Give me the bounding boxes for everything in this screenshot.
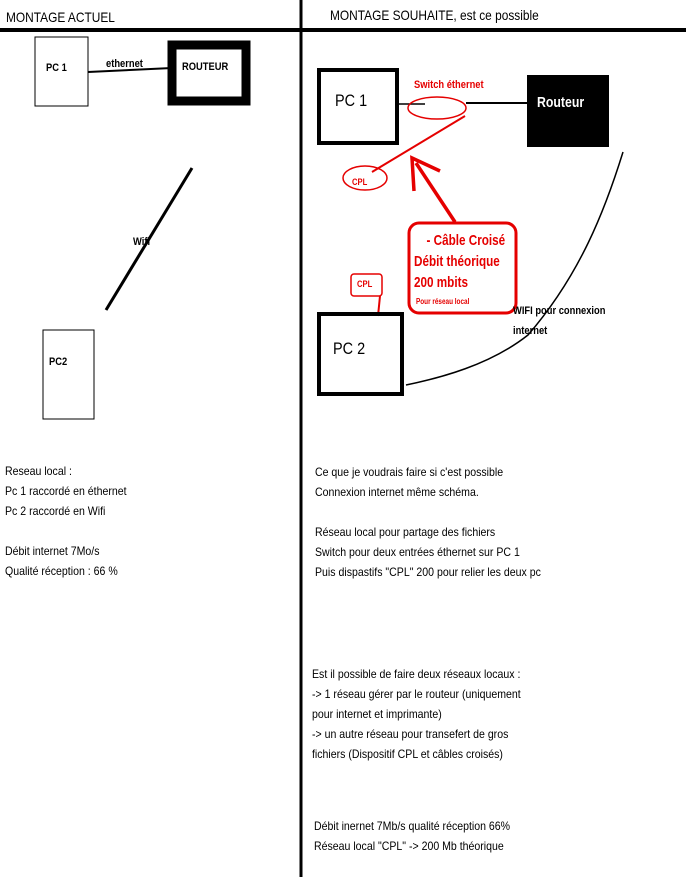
para-line: Est il possible de faire deux réseaux lo… — [312, 667, 521, 681]
left-note-line: Qualité réception : 66 % — [5, 564, 118, 578]
right-router-label: Routeur — [537, 94, 585, 111]
left-pc1-label: PC 1 — [46, 62, 67, 74]
para-line: Connexion internet même schéma. — [315, 485, 479, 499]
para-line: Ce que je voudrais faire si c'est possib… — [315, 465, 504, 479]
right-paragraph-3: Débit inernet 7Mb/s qualité réception 66… — [314, 816, 510, 856]
right-pc1-label: PC 1 — [335, 91, 368, 110]
left-pc2-label: PC2 — [49, 356, 68, 368]
para-line: Puis dispastifs "CPL" 200 pour relier le… — [315, 565, 541, 579]
para-line: Débit inernet 7Mb/s qualité réception 66… — [314, 819, 511, 833]
para-line: -> un autre réseau pour transefert de gr… — [312, 727, 509, 741]
para-line: Réseau local pour partage des fichiers — [315, 525, 496, 539]
wifi-note: WIFI pour connexion internet — [513, 301, 605, 341]
left-ethernet-line — [87, 67, 173, 73]
right-title: MONTAGE SOUHAITE, est ce possible — [330, 7, 539, 23]
right-pc1-box — [317, 68, 399, 145]
cable-box-line1: - Câble Croisé — [426, 232, 506, 249]
switch-label: Switch éthernet — [414, 79, 484, 91]
left-note-line — [5, 521, 127, 541]
right-paragraph-1: Ce que je voudrais faire si c'est possib… — [315, 462, 541, 582]
para-line: Réseau local "CPL" -> 200 Mb théorique — [314, 839, 504, 853]
right-pc2-label: PC 2 — [333, 339, 366, 358]
switch-cpl-line — [371, 115, 466, 173]
left-wifi-label: Wifi — [133, 236, 151, 248]
right-paragraph-2: Est il possible de faire deux réseaux lo… — [312, 664, 521, 764]
switch-ellipse — [407, 96, 467, 120]
left-note-line: Pc 2 raccordé en Wifi — [5, 504, 106, 518]
wifi-curve — [405, 151, 624, 386]
cable-box-text: - Câble Croisé Débit théorique 200 mbits — [414, 230, 505, 293]
cpl-bottom-label: CPL — [357, 279, 373, 289]
wifi-note-line: WIFI pour connexion — [513, 305, 606, 317]
cable-box — [407, 221, 518, 315]
red-arrow-shaft — [414, 162, 457, 223]
cable-box-line3: 200 mbits — [414, 274, 468, 291]
para-line: fichiers (Dispositif CPL et câbles crois… — [312, 747, 503, 761]
wifi-note-line: internet — [513, 325, 548, 337]
left-note-line: Débit internet 7Mo/s — [5, 544, 100, 558]
left-note-line: Reseau local : — [5, 464, 72, 478]
left-router-box — [167, 40, 251, 106]
right-pc2-box — [317, 312, 404, 396]
left-router-label: ROUTEUR — [182, 61, 229, 73]
cpl-top-label: CPL — [352, 177, 368, 187]
left-wifi-line — [104, 167, 194, 311]
left-note-line: Pc 1 raccordé en éthernet — [5, 484, 127, 498]
para-line: Switch pour deux entrées éthernet sur PC… — [315, 545, 520, 559]
para-line — [315, 502, 541, 522]
left-notes: Reseau local : Pc 1 raccordé en éthernet… — [5, 461, 127, 581]
red-arrow-head — [410, 155, 441, 192]
cable-box-line2: Débit théorique — [414, 253, 500, 270]
right-router-box — [527, 75, 609, 147]
left-ethernet-label: ethernet — [106, 58, 143, 70]
left-pc2-box — [42, 329, 95, 420]
pour-reseau-label: Pour réseau local — [416, 297, 470, 306]
para-line: -> 1 réseau gérer par le routeur (unique… — [312, 687, 521, 701]
cpl-bottom-box — [350, 273, 383, 297]
left-title: MONTAGE ACTUEL — [6, 9, 115, 25]
para-line: pour internet et imprimante) — [312, 707, 442, 721]
cpl-top-ellipse — [342, 165, 388, 191]
